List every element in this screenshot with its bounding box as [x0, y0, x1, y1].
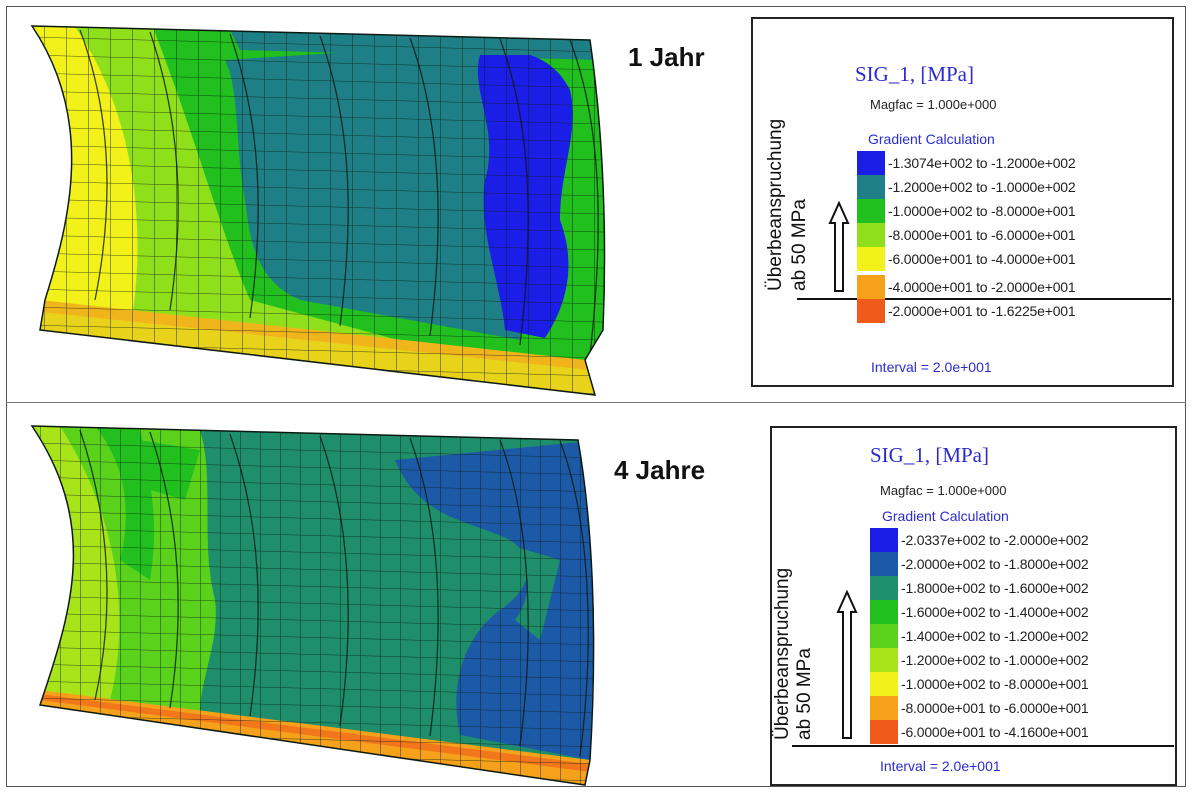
legend-swatch [870, 720, 898, 744]
legend-entry: -4.0000e+001 to -2.0000e+001 [857, 275, 1076, 299]
panel-title-1: 1 Jahr [628, 42, 705, 72]
legend-entry-label: -2.0000e+002 to -1.8000e+002 [901, 556, 1089, 572]
legend-interval: Interval = 2.0e+001 [880, 758, 1001, 774]
overstress-label: Überbeanspruchung [765, 118, 786, 291]
overstress-threshold-label: ab 50 MPa [789, 199, 810, 291]
legend-entry: -1.2000e+002 to -1.0000e+002 [857, 175, 1076, 199]
legend-magfac: Magfac = 1.000e+000 [880, 483, 1007, 498]
legend-entry-label: -1.0000e+002 to -8.0000e+001 [901, 676, 1089, 692]
legend-swatch [857, 247, 885, 271]
up-arrow-icon [828, 201, 850, 292]
legend-entry: -8.0000e+001 to -6.0000e+001 [857, 223, 1076, 247]
legend-entry-label: -2.0000e+001 to -1.6225e+001 [888, 303, 1076, 319]
legend-entry: -6.0000e+001 to -4.0000e+001 [857, 247, 1076, 271]
fe-mesh-1-year [32, 26, 605, 395]
legend-panel-2: SIG_1, [MPa] Magfac = 1.000e+000 Gradien… [770, 426, 1177, 786]
legend-entry: -1.6000e+002 to -1.4000e+002 [870, 600, 1089, 624]
panel-title-2: 4 Jahre [614, 455, 706, 485]
legend-swatch [870, 528, 898, 552]
legend-swatch [870, 576, 898, 600]
legend-entry: -2.0000e+001 to -1.6225e+001 [857, 299, 1076, 323]
legend-entry: -2.0000e+002 to -1.8000e+002 [870, 552, 1089, 576]
legend-entry: -1.2000e+002 to -1.0000e+002 [870, 648, 1089, 672]
legend-entry: -6.0000e+001 to -4.1600e+001 [870, 720, 1089, 744]
legend-entry-label: -1.2000e+002 to -1.0000e+002 [901, 652, 1089, 668]
legend-swatch [870, 552, 898, 576]
legend-swatch [857, 175, 885, 199]
legend-entry-label: -2.0337e+002 to -2.0000e+002 [901, 532, 1089, 548]
legend-gradient-label: Gradient Calculation [868, 131, 995, 147]
legend-swatch [870, 600, 898, 624]
legend-entry-label: -8.0000e+001 to -6.0000e+001 [888, 227, 1076, 243]
legend-title: SIG_1, [MPa] [855, 62, 974, 86]
panel-divider [6, 402, 1186, 403]
fe-mesh-4-years [32, 426, 594, 785]
legend-interval: Interval = 2.0e+001 [871, 359, 992, 375]
legend-entry: -1.8000e+002 to -1.6000e+002 [870, 576, 1089, 600]
legend-entry-label: -1.3074e+002 to -1.2000e+002 [888, 155, 1076, 171]
figure-frame [6, 6, 1186, 787]
threshold-line [792, 745, 1174, 747]
legend-gradient-label: Gradient Calculation [882, 508, 1009, 524]
legend-panel-1: SIG_1, [MPa] Magfac = 1.000e+000 Gradien… [751, 17, 1174, 387]
legend-entry: -8.0000e+001 to -6.0000e+001 [870, 696, 1089, 720]
legend-entry: -1.0000e+002 to -8.0000e+001 [857, 199, 1076, 223]
legend-entry: -1.4000e+002 to -1.2000e+002 [870, 624, 1089, 648]
legend-swatch [857, 275, 885, 299]
legend-entry-label: -1.8000e+002 to -1.6000e+002 [901, 580, 1089, 596]
threshold-line [797, 298, 1171, 300]
legend-swatch [870, 696, 898, 720]
legend-entry-label: -6.0000e+001 to -4.0000e+001 [888, 251, 1076, 267]
up-arrow-icon [836, 590, 858, 739]
legend-title: SIG_1, [MPa] [870, 443, 989, 467]
legend-entry-label: -8.0000e+001 to -6.0000e+001 [901, 700, 1089, 716]
legend-magfac: Magfac = 1.000e+000 [870, 97, 997, 112]
legend-swatch [870, 648, 898, 672]
overstress-label: Überbeanspruchung [772, 567, 793, 740]
legend-swatch [857, 199, 885, 223]
legend-entry: -1.0000e+002 to -8.0000e+001 [870, 672, 1089, 696]
legend-entry-label: -1.0000e+002 to -8.0000e+001 [888, 203, 1076, 219]
legend-swatch [857, 299, 885, 323]
legend-swatch [857, 151, 885, 175]
legend-swatch [870, 624, 898, 648]
legend-entry: -2.0337e+002 to -2.0000e+002 [870, 528, 1089, 552]
legend-swatch [857, 223, 885, 247]
legend-entry-label: -1.4000e+002 to -1.2000e+002 [901, 628, 1089, 644]
legend-entry-label: -1.6000e+002 to -1.4000e+002 [901, 604, 1089, 620]
legend-entry-label: -6.0000e+001 to -4.1600e+001 [901, 724, 1089, 740]
legend-swatch [870, 672, 898, 696]
overstress-threshold-label: ab 50 MPa [794, 648, 815, 740]
legend-entry: -1.3074e+002 to -1.2000e+002 [857, 151, 1076, 175]
legend-entry-label: -1.2000e+002 to -1.0000e+002 [888, 179, 1076, 195]
legend-entry-label: -4.0000e+001 to -2.0000e+001 [888, 279, 1076, 295]
